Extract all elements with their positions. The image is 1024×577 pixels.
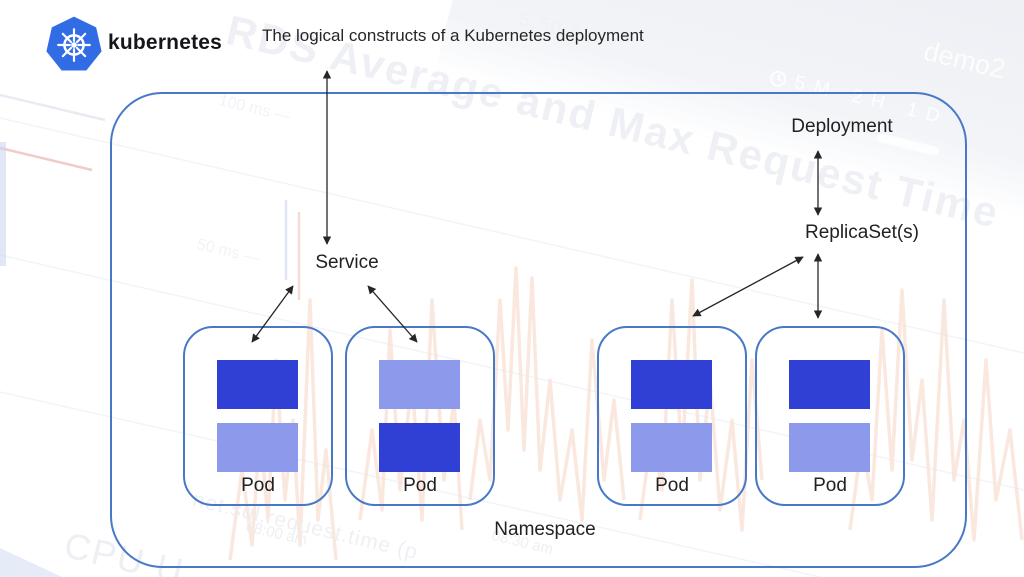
container-rect — [631, 423, 712, 472]
pod-label: Pod — [241, 475, 275, 496]
pod-label: Pod — [403, 475, 437, 496]
kubernetes-logo-icon — [46, 16, 102, 71]
deployment-label: Deployment — [791, 116, 893, 137]
background-trace — [638, 278, 764, 532]
service-label: Service — [315, 252, 379, 273]
namespace-box — [110, 92, 967, 568]
pod-box-4: Pod — [755, 326, 905, 506]
namespace-label: Namespace — [494, 519, 596, 540]
container-rect — [217, 360, 298, 409]
brand-name: kubernetes — [108, 31, 223, 54]
pod-box-3: Pod — [597, 326, 747, 506]
pod-label: Pod — [655, 475, 689, 496]
background-gridline — [0, 117, 1024, 354]
container-rect — [631, 360, 712, 409]
container-rect — [379, 423, 460, 472]
container-rect — [789, 423, 870, 472]
container-rect — [789, 360, 870, 409]
background-corner — [0, 548, 62, 577]
background-stroke — [0, 93, 106, 122]
background-stroke — [0, 146, 93, 172]
container-rect — [217, 423, 298, 472]
background-gridline — [0, 391, 821, 577]
pod-label: Pod — [813, 475, 847, 496]
replicaset-label: ReplicaSet(s) — [804, 222, 920, 243]
background-trace — [468, 266, 626, 522]
background-trace — [228, 298, 338, 561]
pod-box-1: Pod — [183, 326, 333, 506]
page-title: The logical constructs of a Kubernetes d… — [262, 26, 644, 45]
container-rect — [379, 360, 460, 409]
pod-box-2: Pod — [345, 326, 495, 506]
